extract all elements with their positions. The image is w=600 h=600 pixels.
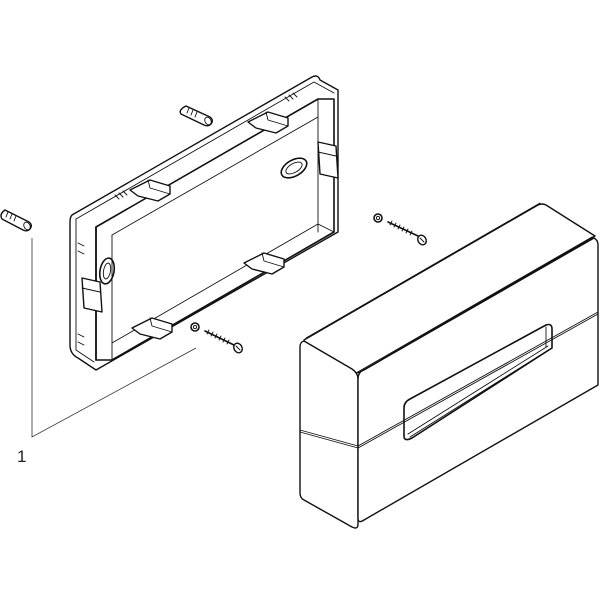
- callout-label-1: 1: [17, 447, 27, 466]
- screw-right: [373, 213, 427, 246]
- dispenser-cover: [299, 202, 599, 529]
- clip-right: [317, 141, 339, 179]
- callout-leader-1: [31, 238, 197, 438]
- mounting-frame: [69, 75, 339, 371]
- keyhole-slot-right: [280, 157, 308, 179]
- keyhole-slot-left: [98, 257, 116, 285]
- clip-left: [81, 277, 103, 313]
- dispensing-slot: [403, 323, 553, 441]
- wall-anchor-left: [0, 209, 32, 232]
- wall-anchor-upper: [179, 105, 213, 127]
- screw-lower: [190, 322, 243, 354]
